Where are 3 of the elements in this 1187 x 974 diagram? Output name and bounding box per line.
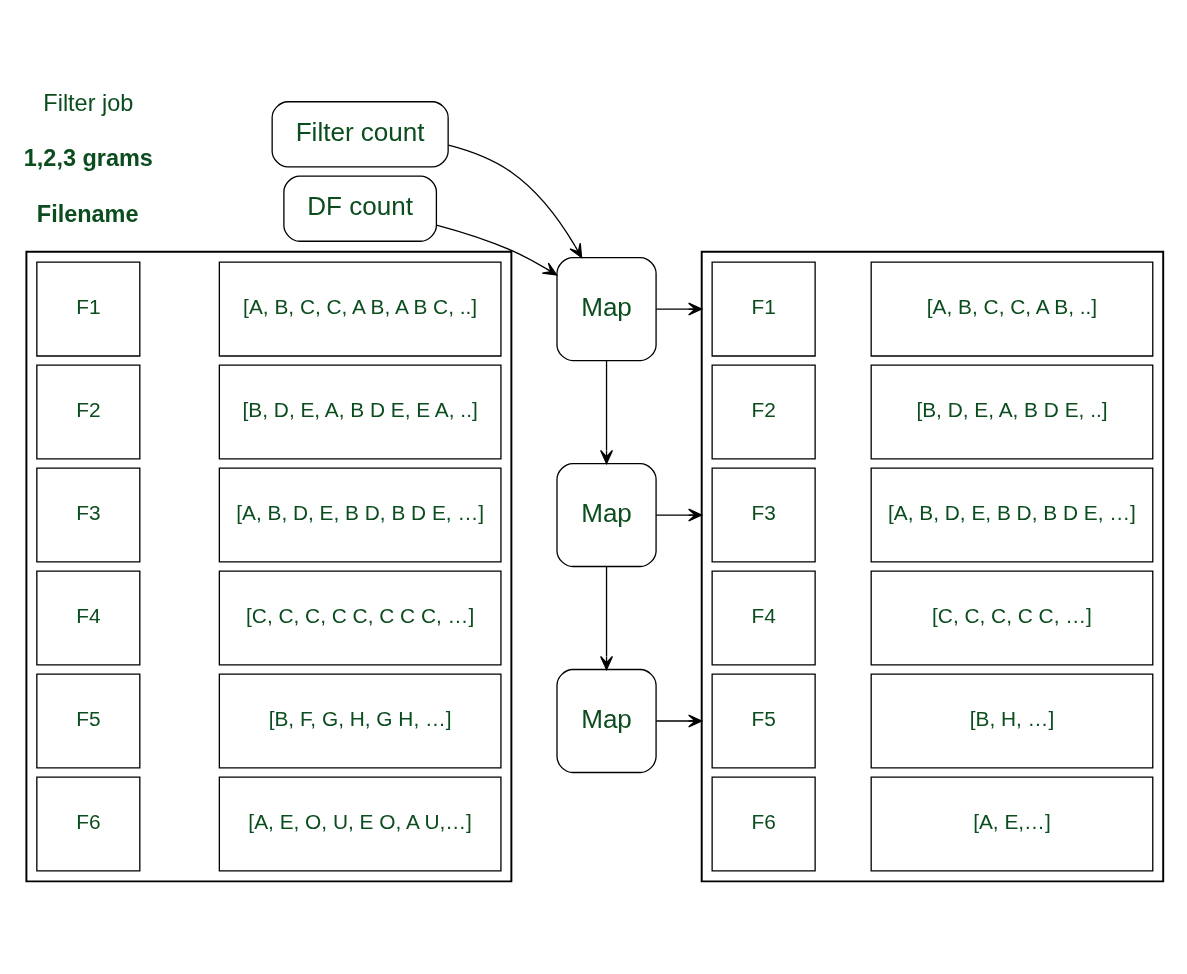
label: 1,2,3 grams [23, 145, 153, 172]
label: Filename [36, 201, 139, 228]
label: Filter job [43, 90, 134, 117]
